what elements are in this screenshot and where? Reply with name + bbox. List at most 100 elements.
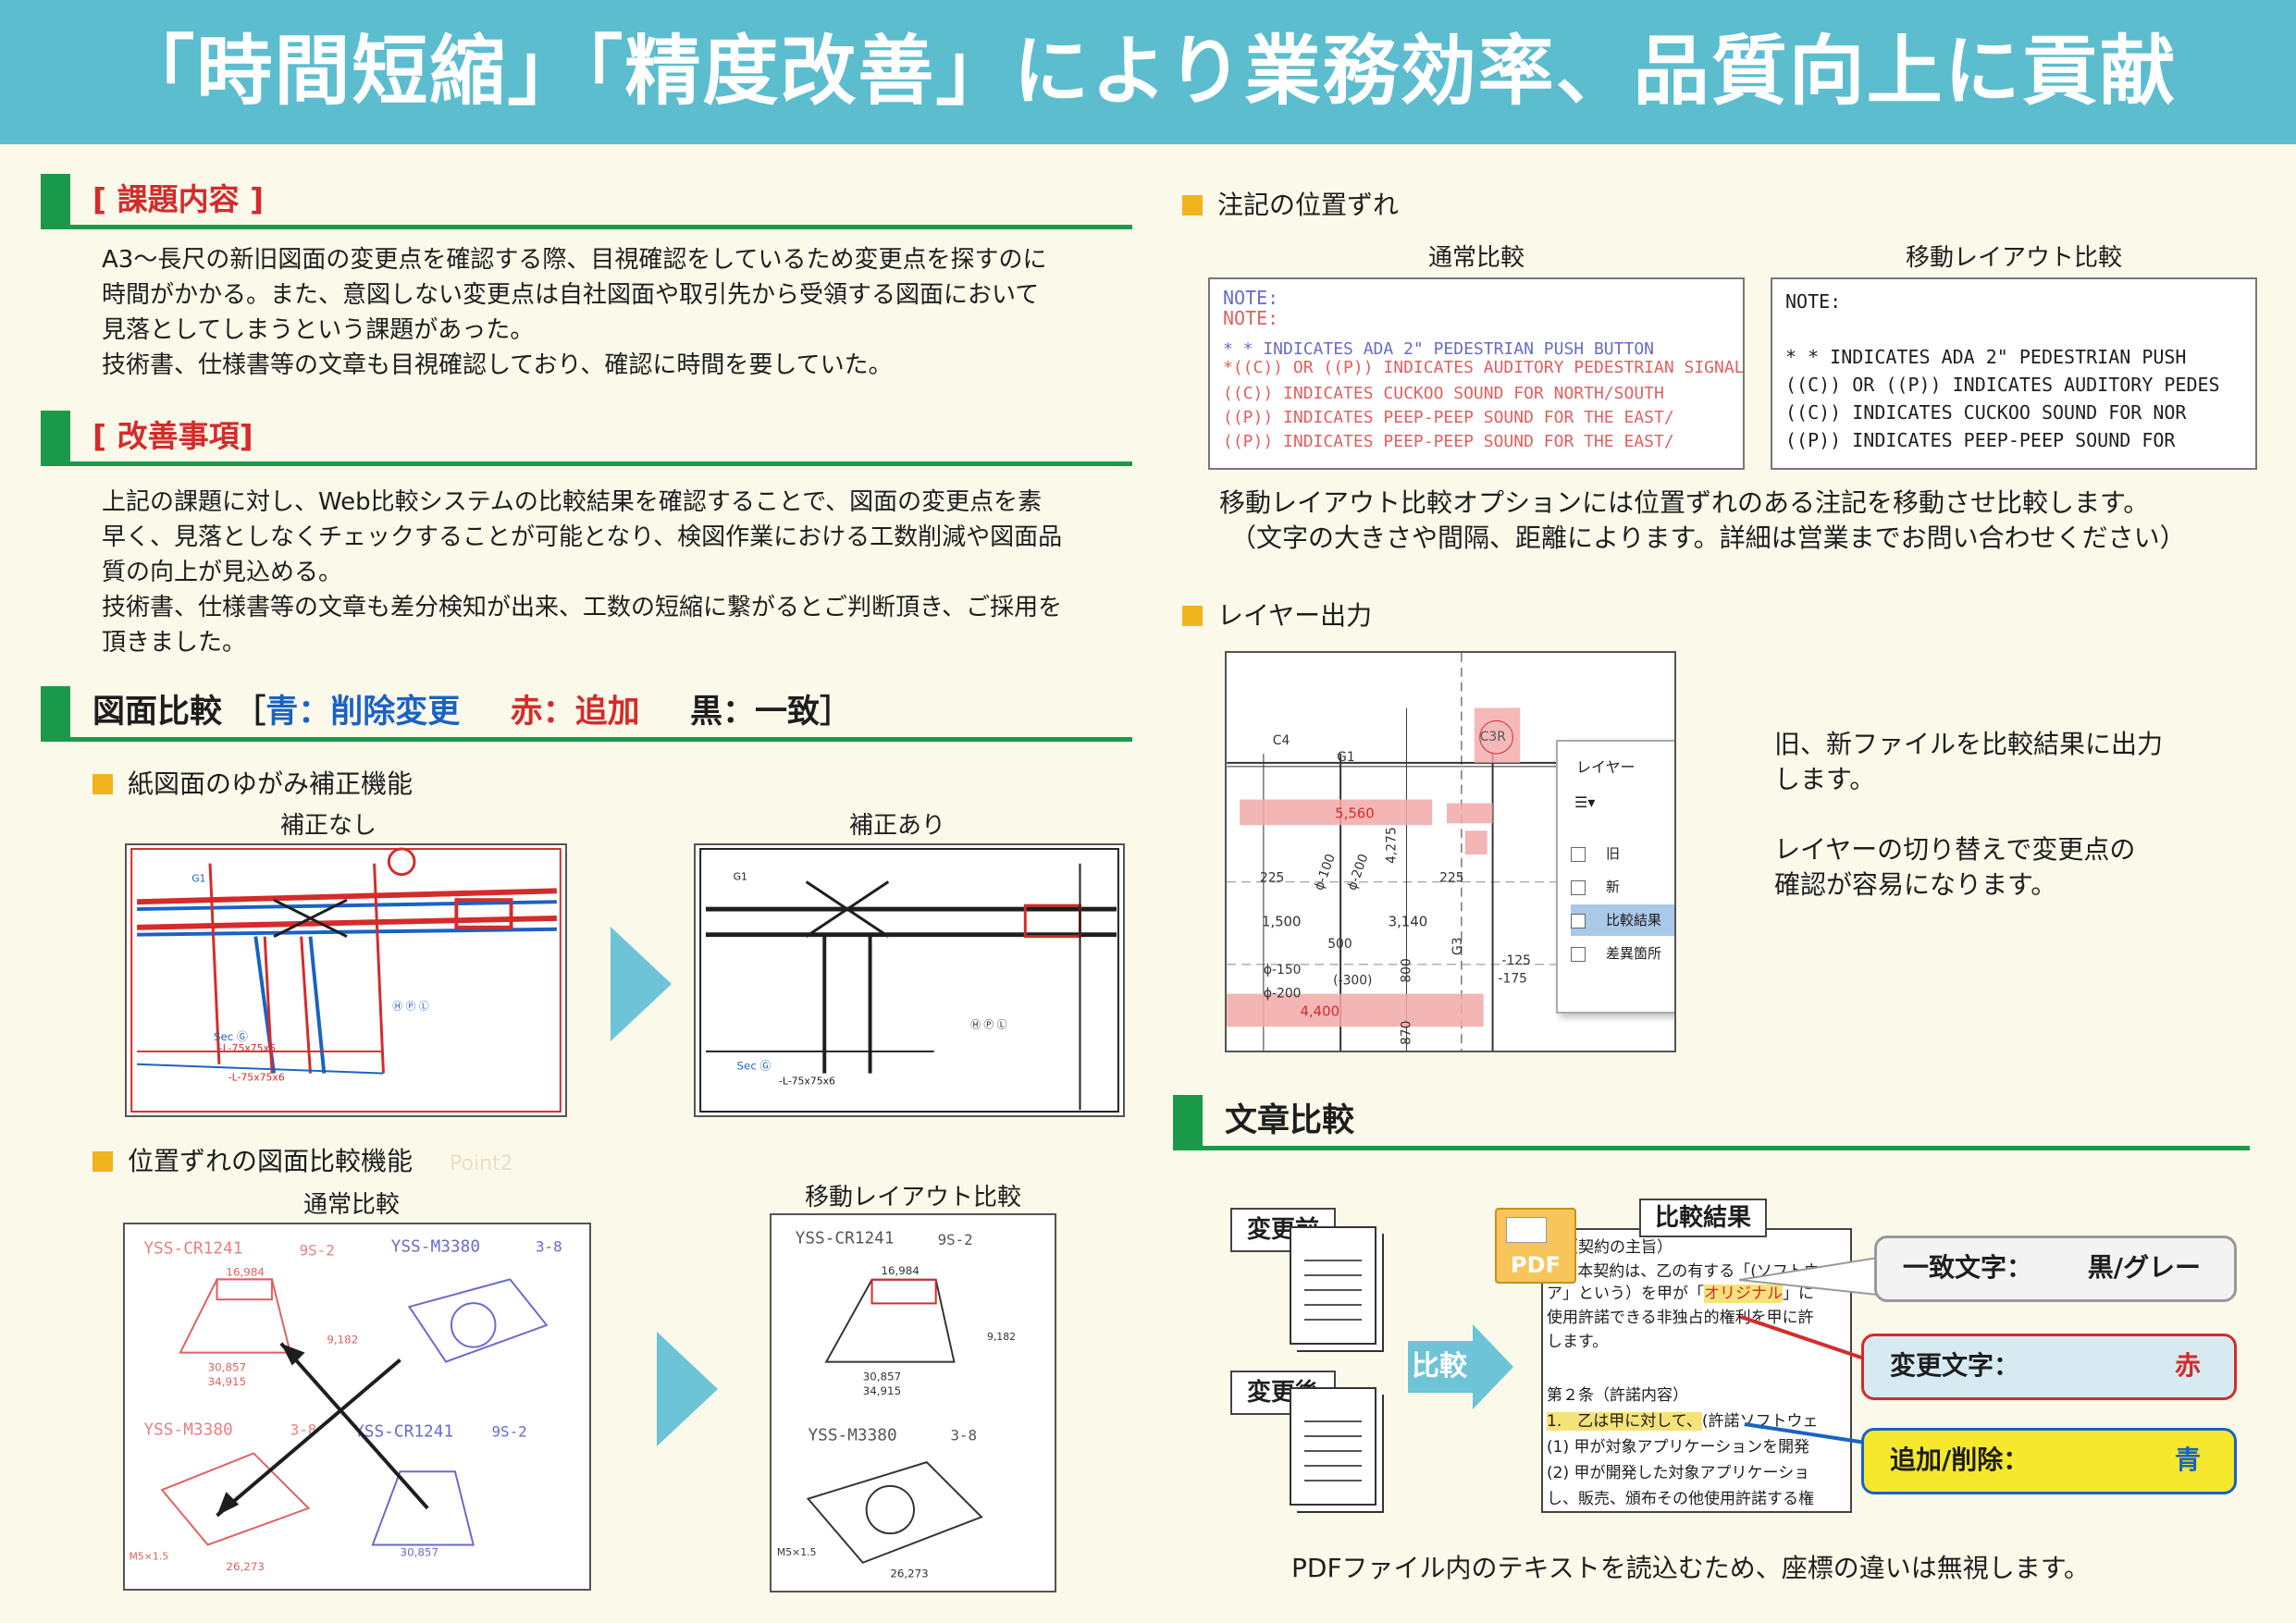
legend-bracket: ［ [233, 694, 266, 731]
layer-title: レイヤー出力 [1217, 600, 1373, 631]
dimension-label: 870 [1399, 1021, 1413, 1045]
distortion-subheading: 紙図面のゆがみ補正機能 [93, 766, 413, 803]
note-line: * * INDICATES ADA 2" PEDESTRIAN PUSH [1785, 346, 2187, 368]
issue-body: A3〜長尺の新旧図面の変更点を確認する際、目視確認をしているため変更点を探すのに… [102, 242, 1047, 383]
dimension-label: -125 [1501, 953, 1530, 968]
grid-label: G1 [1337, 750, 1355, 765]
text-compare-heading: 文章比較 [1225, 1102, 1355, 1139]
compare-arrow: 比較 [1408, 1324, 1513, 1409]
legend-change: 変更文字： 赤 [1861, 1334, 2237, 1400]
layer-desc-line: レイヤーの切り替えで変更点の [1774, 834, 2136, 865]
dimension-label: (-300) [1333, 974, 1372, 989]
pdf-icon-label: PDF [1511, 1252, 1561, 1278]
dimension-label: 800 [1399, 958, 1413, 982]
note-line: ((P)) INDICATES PEEP-PEEP SOUND FOR THE … [1223, 408, 1674, 427]
layer-subheading: レイヤー出力 [1182, 597, 1372, 634]
compare-arrow-label: 比較 [1412, 1350, 1467, 1383]
distortion-title: 紙図面のゆがみ補正機能 [128, 768, 414, 799]
section-marker [41, 686, 70, 738]
caption-normal: 通常比較 [302, 1191, 400, 1219]
layer-desc: 旧、新ファイルを比較結果に出力 します。 レイヤーの切り替えで変更点の 確認が容… [1774, 727, 2163, 903]
layer-list-icon[interactable]: ☰▾ [1574, 793, 1596, 811]
dimension-label: 26,273 [890, 1568, 928, 1580]
note-line: ((P)) INDICATES PEEP-PEEP SOUND FOR THE … [1223, 432, 1674, 451]
drawing-shift-moved: YSS-CR1241 9S-2 16,984 30,857 34,915 9,1… [770, 1213, 1056, 1592]
arrow-right-icon [657, 1332, 718, 1446]
improvement-heading: [ 改善事項] [93, 418, 253, 454]
bullet-square [1182, 195, 1203, 215]
drawing-compare-heading: 図面比較 [93, 694, 223, 731]
legend-change-key: 変更文字： [1890, 1350, 2020, 1381]
dimension-label: 26,273 [226, 1560, 265, 1573]
issue-line: 見落としてしまうという課題があった。 [102, 316, 535, 344]
dimension-label: ϕ-200 [1345, 852, 1372, 892]
issue-heading: [ 課題内容 ] [93, 181, 265, 217]
member-label: -L-75x75x6 [219, 1042, 276, 1054]
issue-line: 技術書、仕様書等の文章も目視確認しており、確認に時間を要していた。 [102, 351, 893, 379]
cad-drawing: Sec Ⓖ -L-75x75x6 -L-75x75x6 Ⓗ Ⓟ Ⓛ G1 [130, 847, 562, 1113]
shift-title: 位置ずれの図面比較機能 [128, 1146, 414, 1176]
bullet-square [1182, 606, 1203, 626]
grid-label: C4 [1273, 733, 1290, 748]
layer-desc-line: します。 [1774, 764, 1876, 794]
part-label: YSS-M3380 [143, 1420, 232, 1440]
drawing-compare-title: 図面比較 ［青：削除変更 赤：追加 黒：一致］ [93, 686, 852, 738]
section-label: Sec Ⓖ [214, 1030, 248, 1043]
layer-checkbox[interactable] [1571, 846, 1586, 862]
section-label: Sec Ⓖ [737, 1060, 772, 1073]
page-title: 「時間短縮」「精度改善」により業務効率、品質向上に貢献 [118, 28, 2178, 116]
dimension-label: M5×1.5 [777, 1546, 817, 1558]
caption-normal: 通常比較 [1427, 244, 1524, 272]
grid-label: C3R [1480, 730, 1506, 744]
grid-label: G1 [734, 870, 747, 882]
layer-item-old[interactable]: 旧 [1571, 838, 1674, 869]
result-line: し、販売、頒布その他使用許諾する権 [1547, 1490, 1814, 1508]
connection-label: Ⓗ Ⓟ Ⓛ [392, 1001, 429, 1013]
result-line: 条（契約の主旨） [1547, 1238, 1673, 1257]
dimension-label: 3,140 [1389, 913, 1428, 929]
note-line: *((C)) OR ((P)) INDICATES AUDITORY PEDES… [1223, 358, 1745, 377]
layer-item-result[interactable]: 比較結果 [1571, 904, 1674, 936]
section-marker [41, 174, 70, 226]
note-line: ((P)) INDICATES PEEP-PEEP SOUND FOR [1785, 429, 2176, 451]
eye-icon[interactable] [1571, 913, 1586, 928]
layer-item-diff[interactable]: 差異箇所 [1571, 938, 1674, 969]
improvement-line: 上記の課題に対し、Web比較システムの比較結果を確認することで、図面の変更点を素 [102, 488, 1043, 516]
legend-blue: 青：削除変更 [265, 694, 461, 731]
dimension-label: -175 [1499, 972, 1527, 987]
section-marker [41, 411, 70, 462]
text-compare-footer: PDFファイル内のテキストを読込むため、座標の違いは無視します。 [1291, 1553, 2090, 1583]
eye-icon[interactable] [1571, 946, 1586, 962]
legend-match-value: 黒/グレー [2087, 1252, 2201, 1283]
improvement-line: 質の向上が見込める。 [102, 559, 343, 586]
section-marker [1173, 1095, 1203, 1147]
note-line: NOTE: [1785, 290, 1842, 313]
dimension-label: ϕ-200 [1264, 987, 1302, 1002]
cad-drawing: G1 Sec Ⓖ -L-75x75x6 Ⓗ Ⓟ Ⓛ [699, 847, 1119, 1113]
pdf-icon: PDF [1495, 1208, 1576, 1284]
document-icon [1290, 1387, 1376, 1506]
note-line: ((C)) INDICATES CUCKOO SOUND FOR NORTH/S… [1223, 384, 1664, 403]
note-line: NOTE: [1223, 307, 1279, 329]
caption-after: 補正あり [848, 812, 945, 840]
dimension-label: 225 [1439, 871, 1463, 886]
part-label: YSS-M3380 [808, 1426, 896, 1445]
result-line: ア」という）を甲が「オリジナル」に [1547, 1285, 1814, 1303]
layer-checkbox[interactable] [1571, 879, 1586, 895]
dimension-label: 34,915 [863, 1384, 901, 1397]
cad-drawing: YSS-CR1241 9S-2 16,984 30,857 34,915 9,1… [777, 1229, 1016, 1580]
note-line: ((C)) OR ((P)) INDICATES AUDITORY PEDES [1785, 374, 2220, 396]
layer-item-label: 比較結果 [1606, 912, 1662, 928]
grid-label: G1 [191, 872, 205, 884]
cad-drawing: C3R 5,560 4,400 C4 G1 225 225 1,500 3,14… [1227, 653, 1674, 1051]
member-label: -L-75x75x6 [228, 1072, 285, 1084]
note-line: * * INDICATES ADA 2" PEDESTRIAN PUSH BUT… [1223, 339, 1654, 359]
layer-desc-line: 確認が容易になります。 [1774, 869, 2057, 900]
drawing-shift-normal: YSS-CR1241 9S-2 YSS-M3380 3-8 16,984 30,… [123, 1223, 591, 1591]
result-line: (1) 甲が対象アプリケーションを開発 [1547, 1438, 1810, 1457]
layer-item-new[interactable]: 新 [1571, 871, 1674, 903]
dimension-label: 9,182 [987, 1331, 1016, 1343]
dimension-label: 500 [1327, 937, 1352, 952]
note-shift-title: 注記の位置ずれ [1217, 190, 1400, 220]
